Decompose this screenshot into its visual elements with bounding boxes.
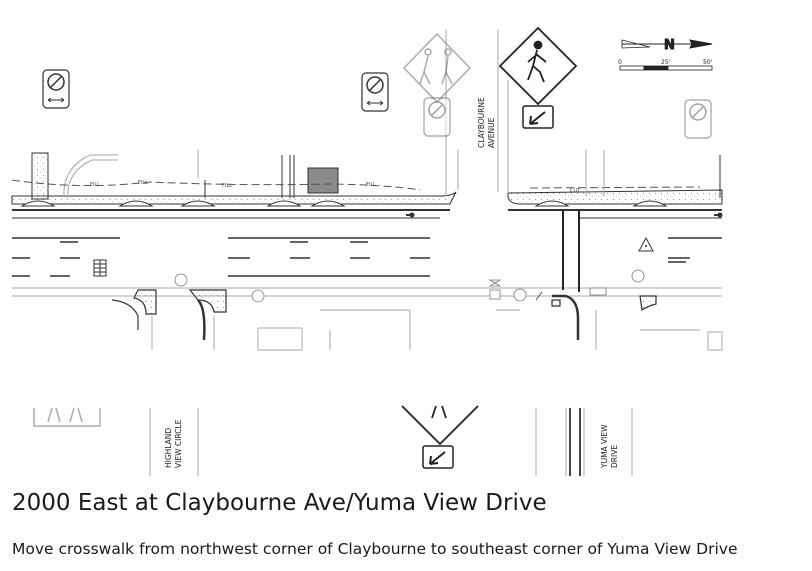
pedestrian-crossing-sign-icon bbox=[498, 26, 578, 106]
svg-text:50': 50' bbox=[703, 59, 713, 66]
scale-bar: 0 25' 50' bbox=[618, 59, 713, 71]
street-label-claybourne: CLAYBOURNE AVENUE bbox=[477, 97, 496, 148]
south-corners bbox=[111, 289, 657, 341]
school-crossing-sign-icon bbox=[33, 407, 101, 427]
no-parking-sign-icon bbox=[361, 72, 389, 112]
school-crossing-sign-icon bbox=[402, 32, 472, 104]
no-parking-sign-icon bbox=[423, 97, 451, 137]
hydrant-markers bbox=[406, 212, 723, 218]
svg-text:YUMA VIEW: YUMA VIEW bbox=[600, 424, 609, 469]
crosshatch-marker bbox=[93, 259, 107, 277]
grading-notes: FILL FILL FILL FILL CUT bbox=[90, 180, 581, 194]
north-curb-ramps bbox=[20, 200, 668, 207]
new-crosswalk bbox=[562, 210, 580, 292]
cross-street-edges bbox=[197, 30, 605, 196]
street-label-highland-view-circle: HIGHLAND VIEW CIRCLE bbox=[164, 419, 183, 468]
svg-text:HIGHLAND: HIGHLAND bbox=[164, 428, 173, 468]
page-title: 2000 East at Claybourne Ave/Yuma View Dr… bbox=[12, 490, 547, 516]
north-arrow-icon: N bbox=[621, 38, 713, 54]
south-parcel-lines bbox=[151, 309, 723, 351]
no-parking-sign-icon bbox=[42, 69, 70, 109]
warning-triangle-icon bbox=[638, 236, 654, 252]
svg-text:FILL: FILL bbox=[366, 182, 376, 188]
svg-text:FILL: FILL bbox=[138, 180, 148, 186]
project-description: Move crosswalk from northwest corner of … bbox=[12, 540, 738, 558]
lane-striping bbox=[12, 237, 722, 277]
grading-lines bbox=[11, 179, 701, 191]
roadway-edges bbox=[12, 209, 722, 297]
svg-text:FILL: FILL bbox=[222, 183, 232, 189]
utility-symbols bbox=[174, 269, 645, 303]
svg-text:CLAYBOURNE: CLAYBOURNE bbox=[477, 97, 486, 148]
svg-text:CUT: CUT bbox=[570, 188, 581, 194]
svg-text:0: 0 bbox=[618, 59, 622, 66]
pedestrian-crossing-sign-icon bbox=[401, 405, 479, 446]
svg-text:FILL: FILL bbox=[90, 182, 100, 188]
svg-text:25': 25' bbox=[661, 59, 671, 66]
intersection-plan-drawing: FILL FILL FILL FILL CUT bbox=[11, 26, 723, 476]
north-sidewalk bbox=[11, 152, 723, 205]
no-parking-sign-icon bbox=[684, 99, 712, 139]
svg-text:AVENUE: AVENUE bbox=[487, 117, 496, 148]
lower-cross-streets bbox=[149, 408, 633, 476]
svg-text:N: N bbox=[664, 38, 675, 53]
down-left-arrow-sign-icon bbox=[522, 105, 554, 129]
svg-text:DRIVE: DRIVE bbox=[610, 445, 619, 468]
svg-text:VIEW CIRCLE: VIEW CIRCLE bbox=[174, 419, 183, 468]
down-left-arrow-sign-icon bbox=[422, 445, 454, 469]
street-label-yuma-view-drive: YUMA VIEW DRIVE bbox=[600, 424, 619, 469]
